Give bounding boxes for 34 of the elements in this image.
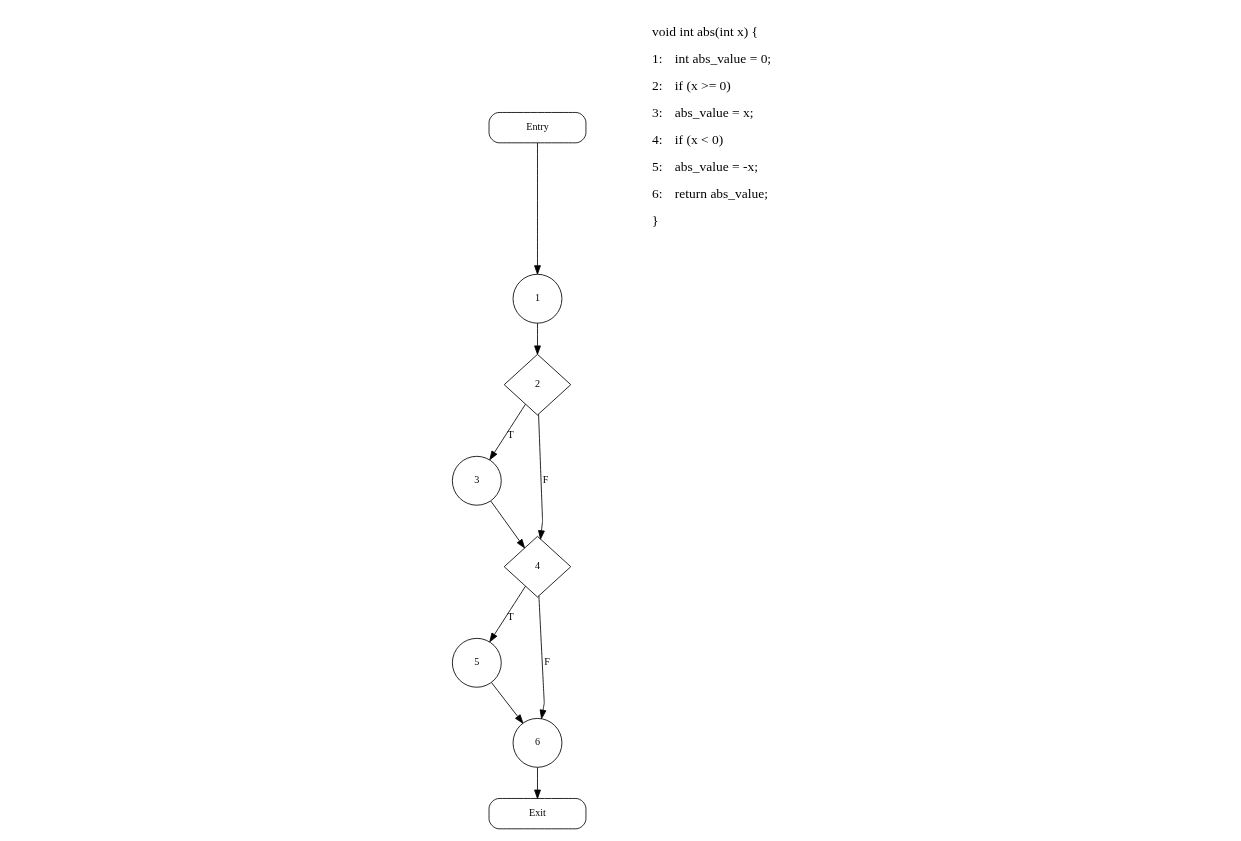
label: 1: — [652, 51, 663, 67]
arrow — [490, 500, 525, 549]
arrow — [538, 595, 547, 719]
node-diamond: 2 — [503, 353, 572, 416]
label: int abs_value = 0; — [674, 51, 772, 67]
label: if (x < 0) — [674, 132, 724, 148]
arrow — [534, 767, 541, 799]
label: 6: — [652, 186, 663, 202]
edge-label: F — [542, 474, 549, 486]
node-circle: 6 — [512, 718, 563, 768]
label: 5: — [652, 159, 663, 175]
arrow — [534, 322, 541, 355]
edge-label: T — [507, 429, 514, 441]
label: 4: — [652, 132, 663, 148]
arrow — [489, 585, 526, 643]
node-circle: 1 — [512, 273, 563, 324]
arrow — [489, 403, 526, 461]
label: 3: — [652, 105, 663, 121]
arrow — [534, 142, 541, 275]
label: void int abs(int x) { — [652, 24, 759, 40]
label: if (x >= 0) — [674, 78, 731, 94]
node-circle: 3 — [451, 455, 502, 506]
edge-label: F — [544, 656, 550, 668]
label: } — [652, 213, 659, 229]
label: abs_value = -x; — [674, 159, 759, 175]
node-box: Exit — [488, 798, 587, 830]
label: return abs_value; — [674, 186, 768, 202]
arrow — [491, 682, 524, 724]
arrow — [538, 413, 545, 540]
label: 2: — [652, 78, 663, 94]
node-box: Entry — [488, 112, 587, 144]
edge-label: T — [507, 611, 514, 623]
node-circle: 5 — [451, 637, 502, 688]
label: abs_value = x; — [674, 105, 754, 121]
